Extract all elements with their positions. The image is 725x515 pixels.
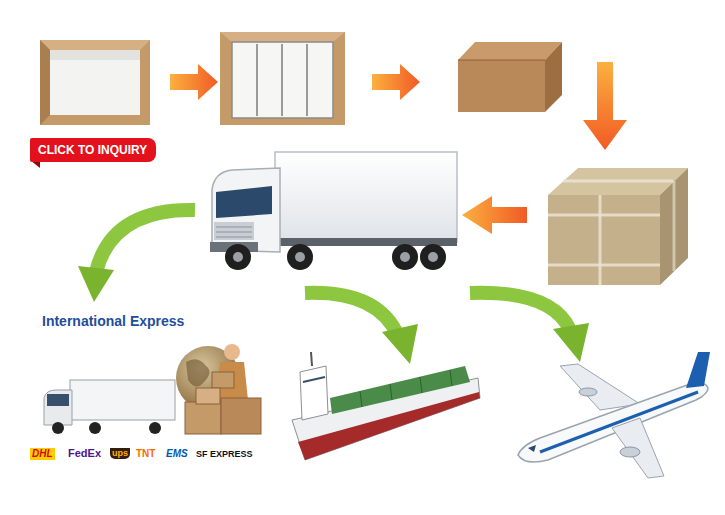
inquiry-badge: CLICK TO INQUIRY (30, 138, 156, 162)
open-box (40, 40, 150, 50)
green-arrow (305, 293, 398, 336)
open-box (40, 40, 150, 125)
cargo-ship (360, 391, 362, 407)
truck (210, 152, 457, 270)
taped-box (548, 195, 660, 285)
express-scene (196, 388, 220, 404)
airplane (612, 418, 664, 478)
packed-box (306, 44, 308, 116)
taped-box (548, 264, 660, 267)
truck (400, 252, 410, 262)
express-scene (44, 344, 261, 434)
carrier-logo: SF EXPRESS (196, 449, 253, 460)
open-box (40, 40, 50, 125)
closed-box (545, 42, 562, 112)
orange-arrow (462, 196, 527, 234)
carrier-logo: ups (110, 448, 130, 459)
green-arrow (96, 210, 195, 272)
packed-box (220, 32, 345, 125)
cargo-ship (300, 366, 328, 420)
packed-box (232, 42, 333, 118)
airplane (518, 352, 710, 478)
cargo-ship (390, 384, 392, 400)
express-scene (221, 398, 261, 434)
express-scene (212, 372, 234, 388)
green-arrow (470, 293, 570, 330)
carrier-logo: TNT (136, 448, 155, 460)
truck (295, 252, 305, 262)
airplane (686, 352, 710, 388)
green-arrow (382, 324, 418, 364)
airplane (579, 388, 597, 396)
truck (420, 244, 446, 270)
truck (212, 168, 280, 252)
closed-box (458, 42, 562, 112)
carrier-logo: EMS (166, 448, 188, 460)
airplane (528, 445, 536, 452)
taped-box (563, 180, 673, 183)
express-scene (185, 402, 221, 434)
packed-box (220, 32, 345, 125)
taped-box (548, 214, 660, 217)
airplane (560, 364, 640, 410)
truck (216, 186, 272, 218)
truck (216, 232, 252, 233)
airplane (620, 447, 640, 457)
closed-box (458, 42, 562, 60)
packed-box (281, 44, 283, 116)
orange-arrow (583, 62, 627, 150)
closed-box (458, 60, 545, 61)
orange-arrow (372, 64, 420, 100)
truck (225, 244, 251, 270)
carrier-logo: DHL (30, 448, 55, 460)
section-heading: International Express (42, 313, 184, 330)
closed-box (458, 60, 545, 112)
truck (216, 227, 252, 228)
taped-box (599, 195, 602, 285)
orange-arrow (170, 64, 218, 100)
cargo-ship (330, 366, 470, 414)
truck (216, 237, 252, 238)
cargo-ship (303, 377, 325, 382)
truck (275, 152, 457, 242)
carrier-logo: FedEx (68, 447, 101, 460)
cargo-ship (450, 370, 452, 386)
truck (392, 244, 418, 270)
express-scene (70, 380, 175, 420)
express-scene (149, 422, 161, 434)
express-scene (224, 344, 240, 360)
packed-box (256, 44, 258, 116)
airplane (518, 383, 708, 462)
green-arrow (78, 210, 589, 364)
express-scene (89, 422, 101, 434)
badge-text: CLICK TO INQUIRY (38, 143, 148, 157)
taped-box (660, 168, 688, 285)
taped-box (673, 181, 676, 271)
truck (233, 252, 243, 262)
truck (214, 222, 254, 240)
express-scene (47, 394, 69, 406)
express-scene (44, 390, 72, 425)
cargo-ship (311, 352, 312, 366)
open-box (50, 50, 140, 115)
express-scene (186, 359, 210, 386)
cargo-ship (420, 377, 422, 393)
green-arrow (78, 266, 114, 302)
express-scene (52, 422, 64, 434)
truck (287, 244, 313, 270)
packed-box (232, 42, 333, 118)
airplane (540, 392, 698, 452)
green-arrow (553, 323, 589, 362)
open-box (50, 50, 140, 60)
open-box (40, 40, 150, 125)
taped-box (548, 168, 688, 285)
cargo-ship (292, 352, 480, 460)
truck (428, 252, 438, 262)
packed-box (220, 32, 345, 42)
